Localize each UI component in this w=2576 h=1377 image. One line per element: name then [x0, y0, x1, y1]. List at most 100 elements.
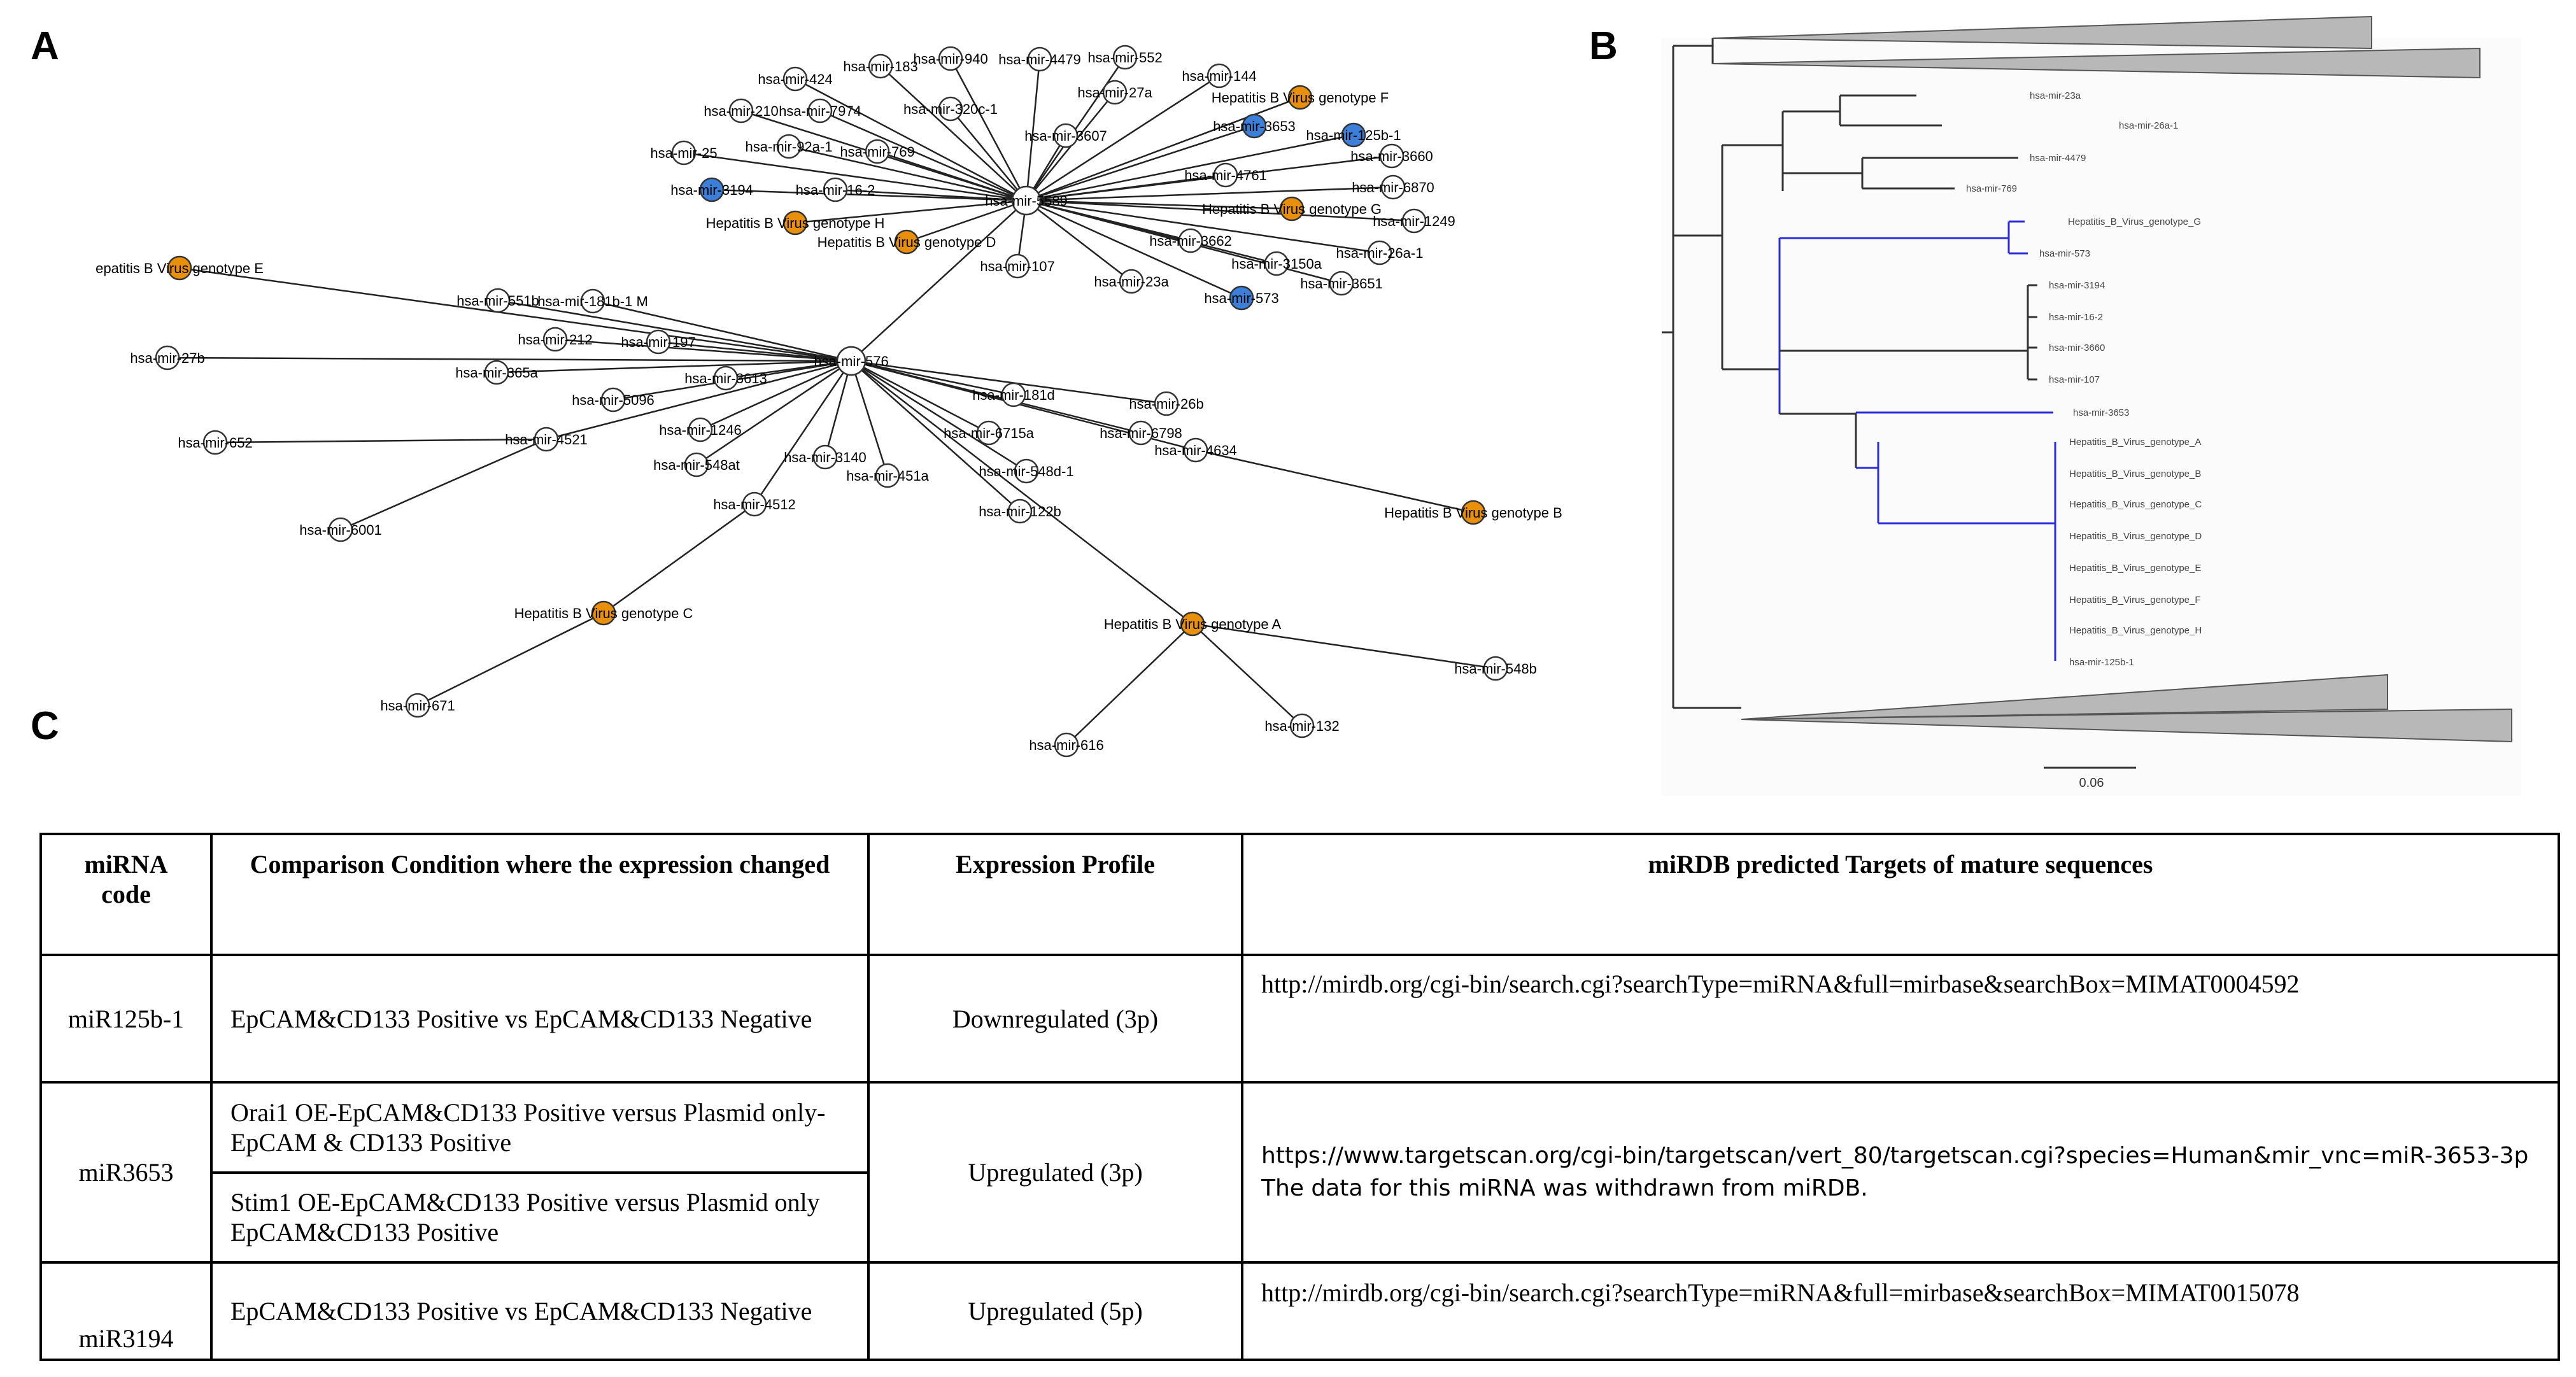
row-condition: EpCAM&CD133 Positive vs EpCAM&CD133 Nega… [210, 953, 870, 1084]
collapsed-clade-bottom-2 [1741, 708, 2512, 743]
network-node-label: Hepatitis B Virus genotype H [706, 215, 885, 231]
network-node[interactable]: hsa-mir-183 [843, 53, 918, 79]
mirna-node-circle [1053, 123, 1079, 148]
network-node[interactable]: hsa-mir-92a-1 [746, 134, 833, 159]
network-node[interactable]: hsa-mir-3194 [670, 177, 753, 202]
network-node[interactable]: hsa-mir-4634 [1154, 437, 1237, 463]
network-node[interactable]: hsa-mir-107 [980, 253, 1055, 279]
network-node-label: hsa-mir-26b [1129, 396, 1203, 412]
network-node[interactable]: hsa-mir-424 [758, 66, 833, 92]
network-node[interactable]: hsa-mir-573 [1204, 285, 1279, 311]
network-node[interactable]: hsa-mir-576 [814, 346, 889, 376]
hbv-node-circle [1279, 196, 1305, 222]
row-targets-link[interactable]: http://mirdb.org/cgi-bin/search.cgi?sear… [1241, 953, 2560, 1084]
network-node[interactable]: hsa-mir-652 [178, 430, 253, 455]
network-node[interactable]: hsa-mir-212 [518, 327, 593, 352]
network-node[interactable]: epatitis B Virus genotype E [96, 255, 264, 281]
network-node-label: hsa-mir-25 [650, 145, 717, 161]
network-node-label: hsa-mir-3662 [1149, 233, 1232, 249]
header-comparison-condition: Comparison Condition where the expressio… [210, 833, 870, 956]
highlighted-node-circle [1242, 113, 1267, 139]
network-edge [851, 360, 1167, 405]
network-node[interactable]: hsa-mir-7974 [779, 98, 861, 124]
network-node-label: hsa-mir-122b [979, 504, 1061, 519]
network-node[interactable]: hsa-mir-3662 [1149, 228, 1232, 253]
panel-label-c: C [31, 704, 59, 748]
network-node[interactable]: hsa-mir-5096 [572, 387, 655, 413]
row-targets-link[interactable]: http://mirdb.org/cgi-bin/search.cgi?sear… [1241, 1260, 2560, 1362]
network-node[interactable]: hsa-mir-197 [621, 329, 696, 355]
network-node[interactable]: hsa-mir-1246 [659, 417, 742, 442]
network-node[interactable]: hsa-mir-6715a [944, 420, 1035, 446]
network-node[interactable]: Hepatitis B Virus genotype A [1104, 611, 1282, 637]
tree-leaf-label: Hepatitis_B_Virus_genotype_A [2069, 437, 2201, 448]
hbv-node-circle [591, 600, 616, 626]
network-edge [179, 267, 852, 362]
network-node[interactable]: hsa-mir-5589 [985, 185, 1068, 216]
network-edge [546, 360, 852, 441]
network-node[interactable]: hsa-mir-132 [1264, 713, 1340, 738]
network-node[interactable]: Hepatitis B Virus genotype C [514, 600, 693, 626]
network-node[interactable]: hsa-mir-125b-1 [1306, 122, 1401, 148]
network-node[interactable]: hsa-mir-1249 [1373, 208, 1455, 234]
network-node[interactable]: Hepatitis B Virus genotype D [817, 229, 996, 255]
network-node-label: hsa-mir-6870 [1352, 180, 1434, 195]
network-node[interactable]: hsa-mir-6870 [1352, 174, 1434, 200]
network-node[interactable]: hsa-mir-210 [704, 98, 779, 124]
network-node[interactable]: hsa-mir-6798 [1100, 420, 1182, 446]
mirna-node-circle [1014, 458, 1039, 484]
network-node[interactable]: hsa-mir-3607 [1024, 123, 1107, 148]
network-node[interactable]: Hepatitis B Virus genotype G [1202, 196, 1382, 222]
network-node[interactable]: hsa-mir-3653 [1213, 113, 1296, 139]
network-node[interactable]: hsa-mir-23a [1094, 269, 1169, 294]
network-node[interactable]: hsa-mir-25 [650, 140, 718, 166]
network-node[interactable]: hsa-mir-6001 [299, 517, 382, 542]
network-node[interactable]: hsa-mir-26a-1 [1336, 240, 1424, 265]
network-node-label: hsa-mir-552 [1087, 50, 1162, 66]
network-node[interactable]: hsa-mir-548at [653, 452, 740, 477]
network-node[interactable]: hsa-mir-27b [130, 345, 205, 371]
network-node[interactable]: hsa-mir-671 [380, 693, 455, 718]
row-targets-link[interactable]: https://www.targetscan.org/cgi-bin/targe… [1261, 1143, 2529, 1169]
network-node[interactable]: hsa-mir-552 [1087, 45, 1163, 70]
network-node[interactable]: hsa-mir-3651 [1300, 271, 1383, 296]
network-node[interactable]: hsa-mir-548b [1454, 656, 1537, 681]
highlighted-node-circle [1229, 285, 1254, 311]
network-node-label: hsa-mir-6798 [1100, 425, 1182, 441]
network-node[interactable]: hsa-mir-320c-1 [903, 96, 998, 122]
tree-leaf-label: hsa-mir-573 [2039, 248, 2090, 259]
network-node[interactable]: hsa-mir-451a [846, 463, 930, 488]
network-node[interactable]: Hepatitis B Virus genotype F [1212, 85, 1389, 110]
network-node[interactable]: hsa-mir-4512 [713, 491, 796, 517]
network-node[interactable]: hsa-mir-365a [455, 360, 539, 385]
network-node[interactable]: hsa-mir-616 [1029, 732, 1104, 758]
network-node[interactable]: hsa-mir-181d [972, 382, 1055, 407]
network-edge [1192, 623, 1496, 670]
network-node[interactable]: hsa-mir-181b-1 M [537, 288, 648, 314]
network-node-label: hsa-mir-671 [380, 698, 455, 714]
network-node[interactable]: hsa-mir-3140 [784, 444, 867, 470]
network-node[interactable]: hsa-mir-551b [456, 288, 539, 313]
network-node[interactable]: hsa-mir-26b [1129, 391, 1204, 416]
network-node[interactable]: hsa-mir-122b [979, 498, 1061, 524]
network-node[interactable]: Hepatitis B Virus genotype H [706, 210, 885, 236]
network-node[interactable]: hsa-mir-4479 [998, 46, 1081, 72]
network-node[interactable]: hsa-mir-16-2 [796, 177, 875, 202]
network-node-label: hsa-mir-3660 [1350, 148, 1433, 164]
tree-leaf-label: hsa-mir-107 [2049, 374, 2100, 385]
network-node[interactable]: hsa-mir-4521 [505, 427, 588, 452]
network-node[interactable]: Hepatitis B Virus genotype B [1384, 500, 1562, 525]
network-node[interactable]: hsa-mir-940 [913, 46, 988, 71]
mirna-node-circle [1401, 208, 1427, 234]
network-node[interactable]: hsa-mir-3150a [1231, 251, 1322, 276]
network-node[interactable]: hsa-mir-769 [840, 139, 915, 164]
network-node[interactable]: hsa-mir-3660 [1350, 143, 1433, 169]
network-node[interactable]: hsa-mir-144 [1182, 63, 1257, 88]
mirna-node-circle [671, 140, 697, 166]
network-node[interactable]: hsa-mir-548d-1 [979, 458, 1074, 484]
network-node-label: Hepatitis B Virus genotype C [514, 605, 693, 621]
network-edge [340, 438, 547, 531]
network-node[interactable]: hsa-mir-3613 [684, 365, 767, 391]
network-node[interactable]: hsa-mir-4761 [1184, 162, 1267, 188]
network-node[interactable]: hsa-mir-27a [1077, 80, 1152, 105]
